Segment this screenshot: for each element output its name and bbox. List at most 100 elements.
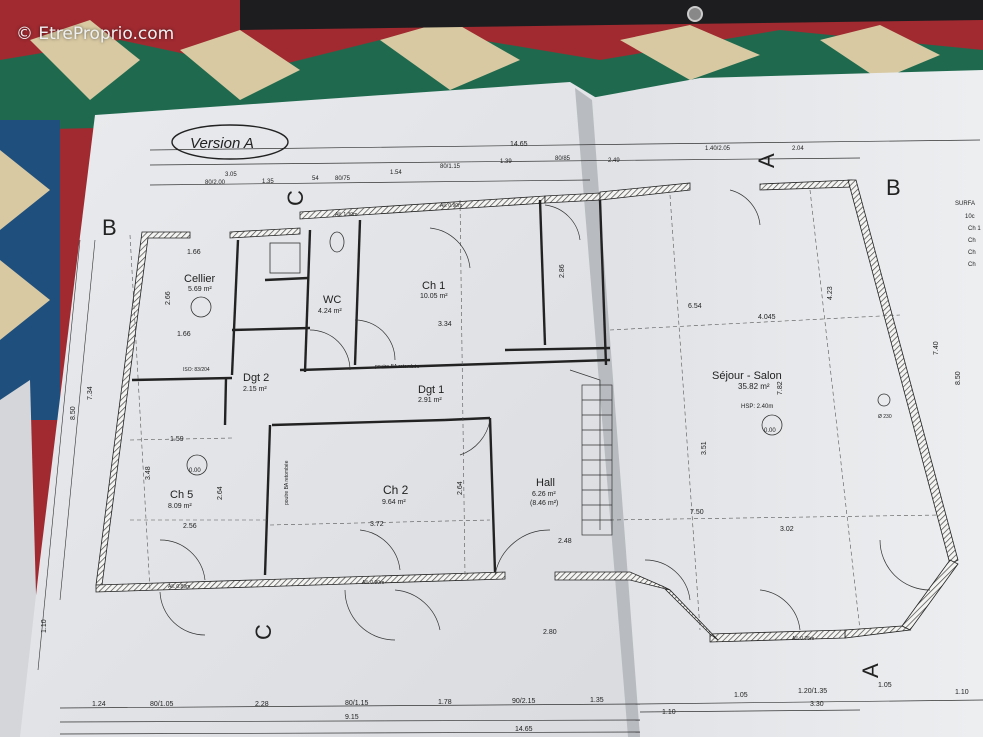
top-dim: 3.05 [225, 172, 237, 178]
inner-dim: 2.80 [543, 629, 557, 636]
plan-notes: poutre BA retombée poutre BA retombée IS… [183, 364, 892, 505]
top-dim: 80/85 [555, 156, 571, 162]
inner-dim: 2.48 [558, 538, 572, 545]
room-name-wc: WC [323, 294, 341, 306]
inner-dim: 7.50 [690, 509, 704, 516]
room-area-dgt2: 2.15 m² [243, 386, 267, 393]
bottom-dim: 1.78 [438, 699, 452, 706]
loose-paper-sheet [0, 380, 40, 737]
legend-title: SURFA [955, 201, 975, 207]
room-area-ch1: 10.05 m² [420, 293, 448, 300]
bottom-dims-row: 1.24 80/1.05 2.28 80/1.15 1.78 90/2.15 1… [92, 682, 969, 733]
room-name-ch5: Ch 5 [170, 489, 193, 501]
bottom-dim: 1.05 [734, 692, 748, 699]
inner-dim: 3.48 [145, 466, 152, 480]
room-name-ch1: Ch 1 [422, 280, 445, 292]
section-mark-b-left: B [102, 215, 117, 240]
window-labels: All. 0.89m All. 0.90m All. 0.75m All. 0.… [168, 203, 814, 642]
legend-line: 10c [965, 214, 975, 220]
toilet-fixture [329, 231, 345, 253]
bottom-dim: 1.05 [878, 682, 892, 689]
bottom-dimension-lines [59, 699, 983, 735]
room-name-sejour: Séjour - Salon [712, 370, 782, 382]
bottom-dim: 1.10 [955, 689, 969, 696]
inner-dim: 3.72 [370, 521, 384, 528]
interior-walls [131, 199, 611, 576]
top-dim: 80/75 [335, 176, 351, 182]
top-dim: 1.35 [262, 179, 274, 185]
room-area-hall: 6.26 m² [532, 491, 556, 498]
inner-dim: 2.56 [183, 523, 197, 530]
site-watermark: © EtreProprio.com [16, 24, 175, 44]
legend-line: Ch [968, 238, 976, 244]
top-dims-row: 3.05 80/2.00 1.35 54 80/75 1.54 80/1.15 … [205, 146, 804, 186]
left-dim: 7.34 [87, 386, 94, 400]
level-marker-sejour [761, 414, 783, 436]
room-name-ch2: Ch 2 [383, 483, 409, 497]
inner-dim: 6.54 [688, 303, 702, 310]
bottom-total-2: 14.65 [515, 726, 533, 733]
inner-dim: 8.50 [955, 371, 962, 385]
room-area-hall-alt: (8.46 m²) [530, 500, 558, 507]
note: poutre BA retombée [284, 460, 290, 505]
section-marks: B B C C A A [102, 153, 901, 678]
room-name-cellier: Cellier [184, 273, 216, 285]
fixtures [186, 231, 891, 476]
boiler-fixture [190, 296, 212, 318]
window-label: All. 0.90m [362, 580, 384, 586]
top-dim: 80/2.00 [205, 180, 226, 186]
note: poutre BA retombée [375, 364, 420, 370]
left-dim: 8.50 [70, 406, 77, 420]
inner-dim: 3.02 [780, 526, 794, 533]
window-label: All. 0.89m [168, 584, 190, 590]
surface-legend: SURFA 10c Ch 1 Ch Ch Ch [955, 201, 981, 268]
top-dim: 1.39 [500, 159, 512, 165]
top-dim: 1.40/2.05 [705, 146, 731, 152]
top-dim: 80/1.15 [440, 164, 461, 170]
ceiling-height: HSP: 2.40m [741, 404, 773, 410]
version-label: Version A [190, 135, 254, 152]
top-dim: 1.54 [390, 170, 402, 176]
level-mark-sejour: 0.00 [764, 428, 776, 434]
legend-line: Ch 1 [968, 226, 981, 232]
inner-dim: 2.86 [559, 264, 566, 278]
room-name-dgt2: Dgt 2 [243, 372, 269, 384]
bottom-dim: 1.20/1.35 [798, 688, 827, 695]
top-total-dim: 14.65 [510, 141, 528, 148]
room-area-ch5: 8.09 m² [168, 503, 192, 510]
level-mark-ch5: 0.00 [189, 468, 201, 474]
staircase [569, 369, 613, 536]
section-mark-b-right: B [886, 175, 901, 200]
room-area-dgt1: 2.91 m² [418, 397, 442, 404]
exterior-walls [95, 179, 959, 643]
door-swings [159, 189, 931, 641]
inner-dim: 7.82 [777, 381, 784, 395]
top-dimension-lines [149, 139, 981, 186]
dashed-guides [129, 189, 941, 631]
legend-line: Ch [968, 250, 976, 256]
flue-fixture [877, 393, 891, 407]
inner-dim: 7.40 [933, 341, 940, 355]
top-dim: 2.04 [792, 146, 804, 152]
room-area-wc: 4.24 m² [318, 308, 342, 315]
bottom-dim: 90/2.15 [512, 698, 535, 705]
inner-dim: 4.045 [758, 314, 776, 321]
top-dim: 54 [312, 176, 319, 182]
section-mark-c-top: C [283, 190, 308, 206]
washbasin-fixture [269, 242, 301, 274]
level-marker-ch5 [186, 454, 208, 476]
room-labels: Cellier 5.69 m² WC 4.24 m² Ch 1 10.05 m²… [168, 273, 782, 510]
room-area-ch2: 9.64 m² [382, 499, 406, 506]
room-name-hall: Hall [536, 477, 555, 489]
inner-dim: 2.64 [217, 486, 224, 500]
bottom-dim: 80/1.05 [150, 701, 173, 708]
inner-dim: 3.51 [701, 441, 708, 455]
legend-line: Ch [968, 262, 976, 268]
window-label: All. 0.90m [440, 203, 462, 209]
bottom-dim: 80/1.15 [345, 700, 368, 707]
room-name-dgt1: Dgt 1 [418, 384, 444, 396]
room-area-cellier: 5.69 m² [188, 286, 212, 293]
version-bubble [171, 124, 289, 160]
note: ISO: 83/204 [183, 367, 210, 373]
